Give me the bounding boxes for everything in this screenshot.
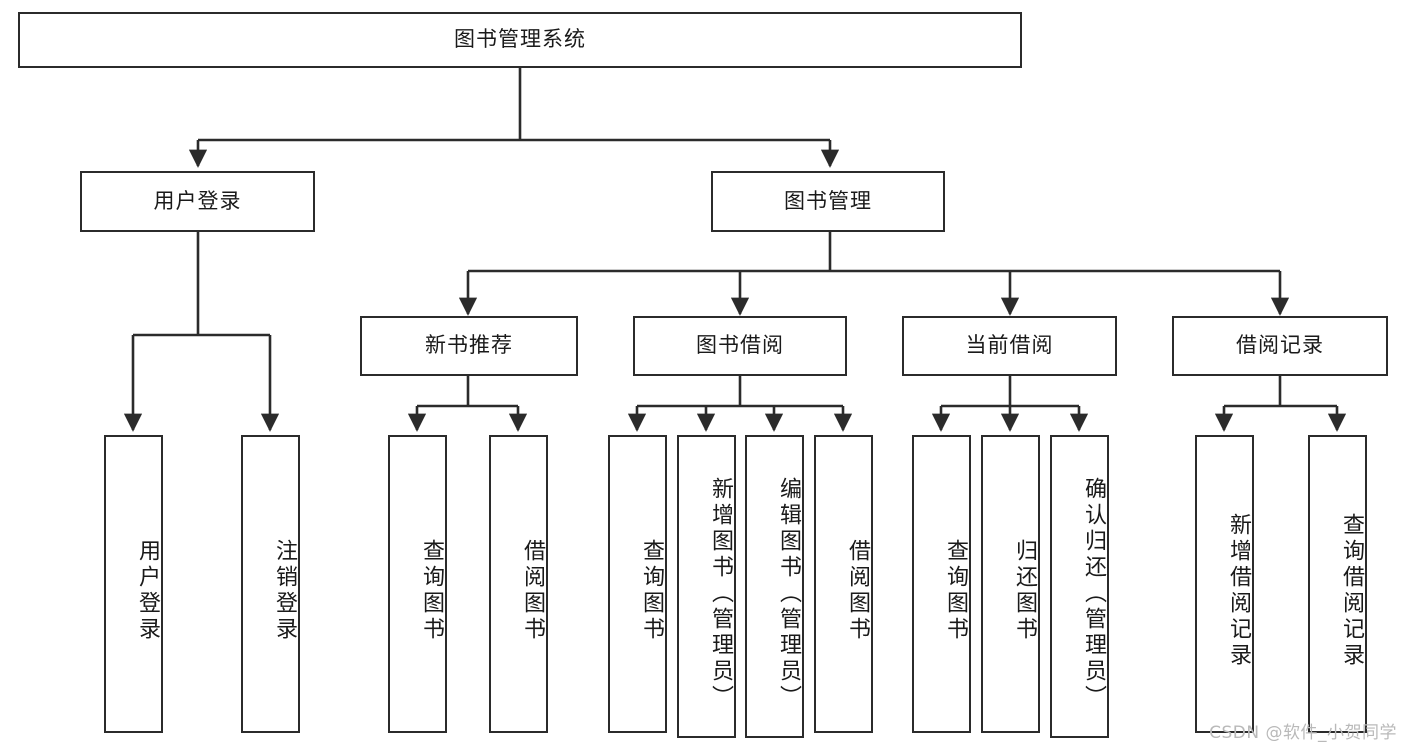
node-book-borrow-label: 图书借阅 bbox=[696, 333, 784, 358]
leaf-edit-book-label: 编辑图书（管理员） bbox=[776, 476, 801, 711]
leaf-query-book-2-label: 查询图书 bbox=[639, 539, 664, 643]
node-new-book-recommend-label: 新书推荐 bbox=[425, 333, 513, 358]
leaf-add-record-label: 新增借阅记录 bbox=[1226, 513, 1251, 669]
leaf-borrow-book-1[interactable]: 借阅图书 bbox=[489, 435, 548, 733]
leaf-query-book-3-label: 查询图书 bbox=[943, 539, 968, 643]
leaf-borrow-book-2[interactable]: 借阅图书 bbox=[814, 435, 873, 733]
node-root[interactable]: 图书管理系统 bbox=[18, 12, 1022, 68]
leaf-query-book-1[interactable]: 查询图书 bbox=[388, 435, 447, 733]
leaf-query-book-2[interactable]: 查询图书 bbox=[608, 435, 667, 733]
leaf-logout-login[interactable]: 注销登录 bbox=[241, 435, 300, 733]
node-book-borrow[interactable]: 图书借阅 bbox=[633, 316, 847, 376]
leaf-add-book[interactable]: 新增图书（管理员） bbox=[677, 435, 736, 738]
leaf-query-record[interactable]: 查询借阅记录 bbox=[1308, 435, 1367, 733]
node-root-label: 图书管理系统 bbox=[454, 27, 586, 52]
node-user-login[interactable]: 用户登录 bbox=[80, 171, 315, 232]
leaf-query-book-1-label: 查询图书 bbox=[419, 539, 444, 643]
leaf-borrow-book-1-label: 借阅图书 bbox=[520, 539, 545, 643]
leaf-confirm-return-label: 确认归还（管理员） bbox=[1081, 476, 1106, 711]
node-current-borrow-label: 当前借阅 bbox=[965, 333, 1054, 358]
node-borrow-record-label: 借阅记录 bbox=[1236, 333, 1324, 358]
watermark: CSDN @软件_小贺同学 bbox=[1209, 723, 1397, 743]
leaf-confirm-return[interactable]: 确认归还（管理员） bbox=[1050, 435, 1109, 738]
node-user-login-label: 用户登录 bbox=[153, 188, 242, 213]
node-book-manage[interactable]: 图书管理 bbox=[711, 171, 945, 232]
leaf-borrow-book-2-label: 借阅图书 bbox=[845, 539, 870, 643]
leaf-edit-book[interactable]: 编辑图书（管理员） bbox=[745, 435, 804, 738]
node-new-book-recommend[interactable]: 新书推荐 bbox=[360, 316, 578, 376]
leaf-add-book-label: 新增图书（管理员） bbox=[708, 476, 733, 711]
leaf-return-book-label: 归还图书 bbox=[1012, 539, 1037, 643]
leaf-user-login-label: 用户登录 bbox=[135, 539, 160, 643]
leaf-query-book-3[interactable]: 查询图书 bbox=[912, 435, 971, 733]
leaf-user-login[interactable]: 用户登录 bbox=[104, 435, 163, 733]
node-book-manage-label: 图书管理 bbox=[784, 188, 872, 213]
leaf-add-record[interactable]: 新增借阅记录 bbox=[1195, 435, 1254, 733]
node-current-borrow[interactable]: 当前借阅 bbox=[902, 316, 1117, 376]
leaf-query-record-label: 查询借阅记录 bbox=[1339, 513, 1364, 669]
leaf-return-book[interactable]: 归还图书 bbox=[981, 435, 1040, 733]
leaf-logout-login-label: 注销登录 bbox=[272, 539, 297, 643]
node-borrow-record[interactable]: 借阅记录 bbox=[1172, 316, 1388, 376]
